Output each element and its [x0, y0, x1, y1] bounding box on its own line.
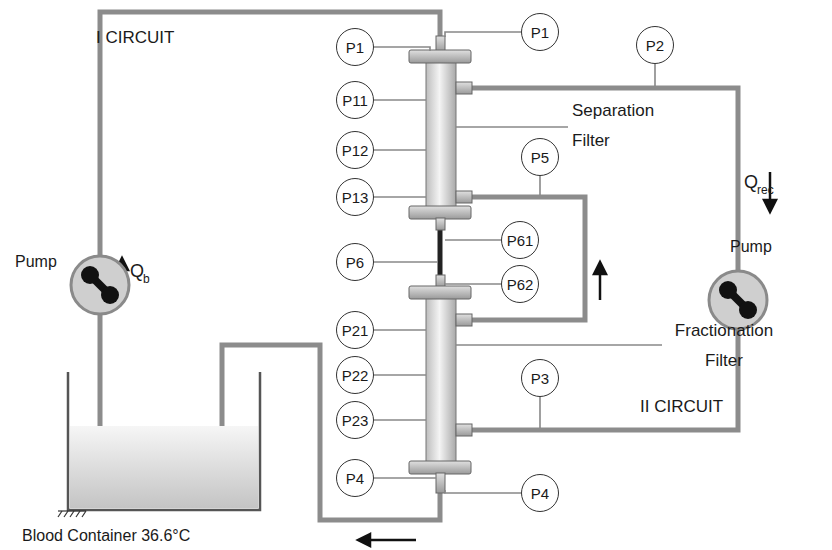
- circuit-name: II CIRCUIT: [640, 397, 723, 417]
- flow-symbol: Q: [744, 172, 758, 194]
- pressure-sensor: P6: [336, 243, 374, 281]
- pressure-sensor: P2: [636, 26, 674, 64]
- sensor-label: P2: [646, 38, 664, 53]
- separation-filter: [409, 36, 472, 230]
- sensor-label: P22: [342, 368, 369, 383]
- flow-arrows: [116, 172, 776, 546]
- pressure-sensor: P13: [336, 178, 374, 216]
- sensor-label: P13: [342, 190, 369, 205]
- pressure-sensor: P22: [336, 356, 374, 394]
- filter-name: Separation Filter: [572, 96, 667, 156]
- fractionation-filter: [409, 275, 472, 493]
- blood-container: [68, 372, 260, 510]
- pressure-sensor: P3: [521, 359, 559, 397]
- tube: [100, 12, 440, 430]
- sensor-label: P12: [342, 143, 369, 158]
- pressure-sensor: P62: [501, 265, 539, 303]
- sensor-label: P1: [531, 25, 549, 40]
- pump-symbol: [68, 253, 132, 317]
- sensor-label: P1: [346, 40, 364, 55]
- circuit-name: I CIRCUIT: [96, 28, 174, 48]
- sensor-label: P62: [507, 277, 534, 292]
- flow-symbol: Q: [130, 261, 144, 283]
- sensor-label: P61: [507, 233, 534, 248]
- pressure-sensor: P12: [336, 131, 374, 169]
- flow-subscript: b: [143, 272, 150, 286]
- pressure-sensor: P1: [336, 28, 374, 66]
- pressure-sensor: P11: [336, 81, 374, 119]
- sensor-label: P23: [342, 413, 369, 428]
- sensor-label: P4: [346, 471, 364, 486]
- container-label: Blood Container 36.6°C: [22, 526, 190, 545]
- sensor-label: P11: [342, 93, 368, 108]
- tube: [470, 197, 585, 320]
- blood: [70, 426, 258, 508]
- sensor-label: P6: [346, 255, 364, 270]
- pressure-sensor: P61: [501, 221, 539, 259]
- pressure-sensor: P21: [336, 311, 374, 349]
- pressure-sensor: P1: [521, 13, 559, 51]
- flow-subscript: rec: [757, 183, 774, 197]
- pump-label: Pump: [15, 253, 57, 271]
- pressure-sensor: P23: [336, 401, 374, 439]
- pump-label: Pump: [730, 238, 772, 256]
- sensor-label: P4: [531, 486, 549, 501]
- ground-hatch: [58, 511, 86, 517]
- sensor-label: P5: [531, 150, 549, 165]
- pressure-sensor: P4: [336, 459, 374, 497]
- pressure-sensor: P5: [521, 138, 559, 176]
- pump: Pump: [68, 253, 132, 317]
- filter-name: Fractionation Filter: [668, 316, 780, 376]
- sensor-label: P3: [531, 371, 549, 386]
- pressure-sensor: P4: [521, 474, 559, 512]
- tube: [470, 88, 738, 430]
- sensor-label: P21: [342, 323, 369, 338]
